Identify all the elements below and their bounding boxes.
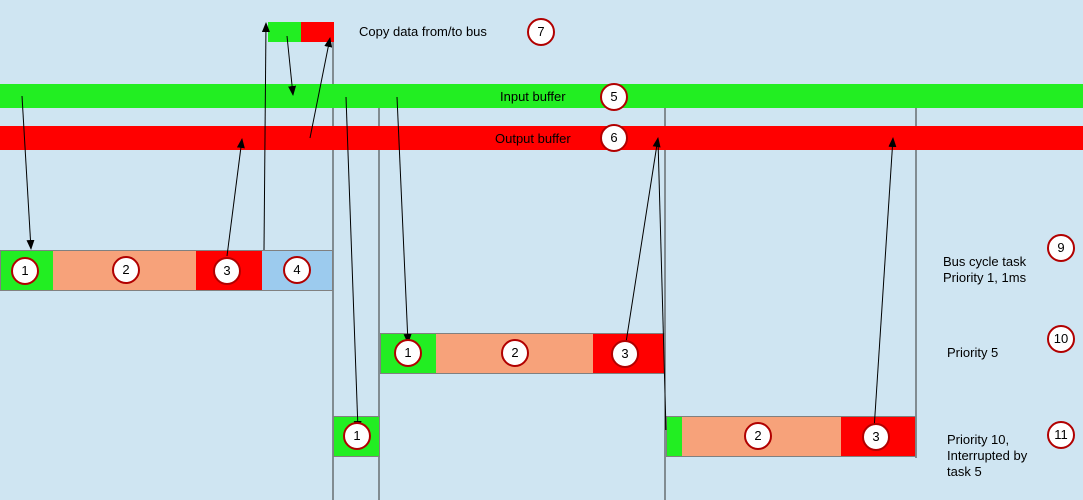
copy-data-label: Copy data from/to bus — [359, 24, 487, 39]
input-buffer-label: Input buffer — [500, 89, 566, 104]
p10-second-outline — [666, 416, 916, 457]
p10-resume-read-block — [666, 416, 682, 457]
input-buffer-bar — [0, 84, 1083, 108]
arrow-bus-task-to-copy — [261, 22, 270, 251]
marker-copy: 7 — [527, 18, 555, 46]
priority5-label: Priority 5 — [947, 345, 999, 360]
marker-priority5: 10 — [1047, 325, 1075, 353]
p5-outline — [380, 333, 665, 374]
arrow-bus-task-to-output — [226, 138, 245, 257]
copy-write-segment — [301, 22, 334, 42]
priority10-label-line2: Interrupted by — [947, 448, 1028, 463]
arrow-input-to-p5 — [396, 96, 412, 344]
arrow-p5-to-output — [624, 137, 661, 350]
p10-step-3-marker: 3 — [862, 423, 890, 451]
bus-cycle-priority-label: Priority 1, 1ms — [943, 270, 1027, 285]
output-buffer-bar — [0, 126, 1083, 150]
marker-output-buffer: 6 — [600, 124, 628, 152]
bus-task-step-2-marker: 2 — [112, 256, 140, 284]
priority10-label-line1: Priority 10, — [947, 432, 1010, 447]
arrow-copy-to-input — [286, 35, 297, 96]
marker-bus-task: 9 — [1047, 234, 1075, 262]
arrow-output-to-p10-line — [657, 139, 667, 431]
data-flow-arrows — [21, 22, 897, 431]
bus-task-outline — [0, 250, 333, 291]
p10-step-1-marker: 1 — [343, 422, 371, 450]
arrow-p10-to-output — [873, 137, 897, 431]
copy-read-segment — [268, 22, 301, 42]
p10-step-2-marker: 2 — [744, 422, 772, 450]
priority10-label-line3: task 5 — [947, 464, 982, 479]
p5-step-3-marker: 3 — [611, 340, 639, 368]
marker-input-buffer: 5 — [600, 83, 628, 111]
block-outlines — [0, 250, 916, 457]
arrow-output-to-copy — [309, 37, 333, 139]
bus-task-step-4-marker: 4 — [283, 256, 311, 284]
marker-priority10: 11 — [1047, 421, 1075, 449]
p10-first-outline — [333, 416, 380, 457]
p5-step-2-marker: 2 — [501, 339, 529, 367]
bus-task-step-3-marker: 3 — [213, 257, 241, 285]
bus-cycle-task-label: Bus cycle task — [943, 254, 1027, 269]
bus-task-step-1-marker: 1 — [11, 257, 39, 285]
output-buffer-label: Output buffer — [495, 131, 571, 146]
arrow-input-to-bus-task — [21, 95, 35, 250]
arrow-input-to-p10 — [345, 96, 362, 431]
p5-step-1-marker: 1 — [394, 339, 422, 367]
